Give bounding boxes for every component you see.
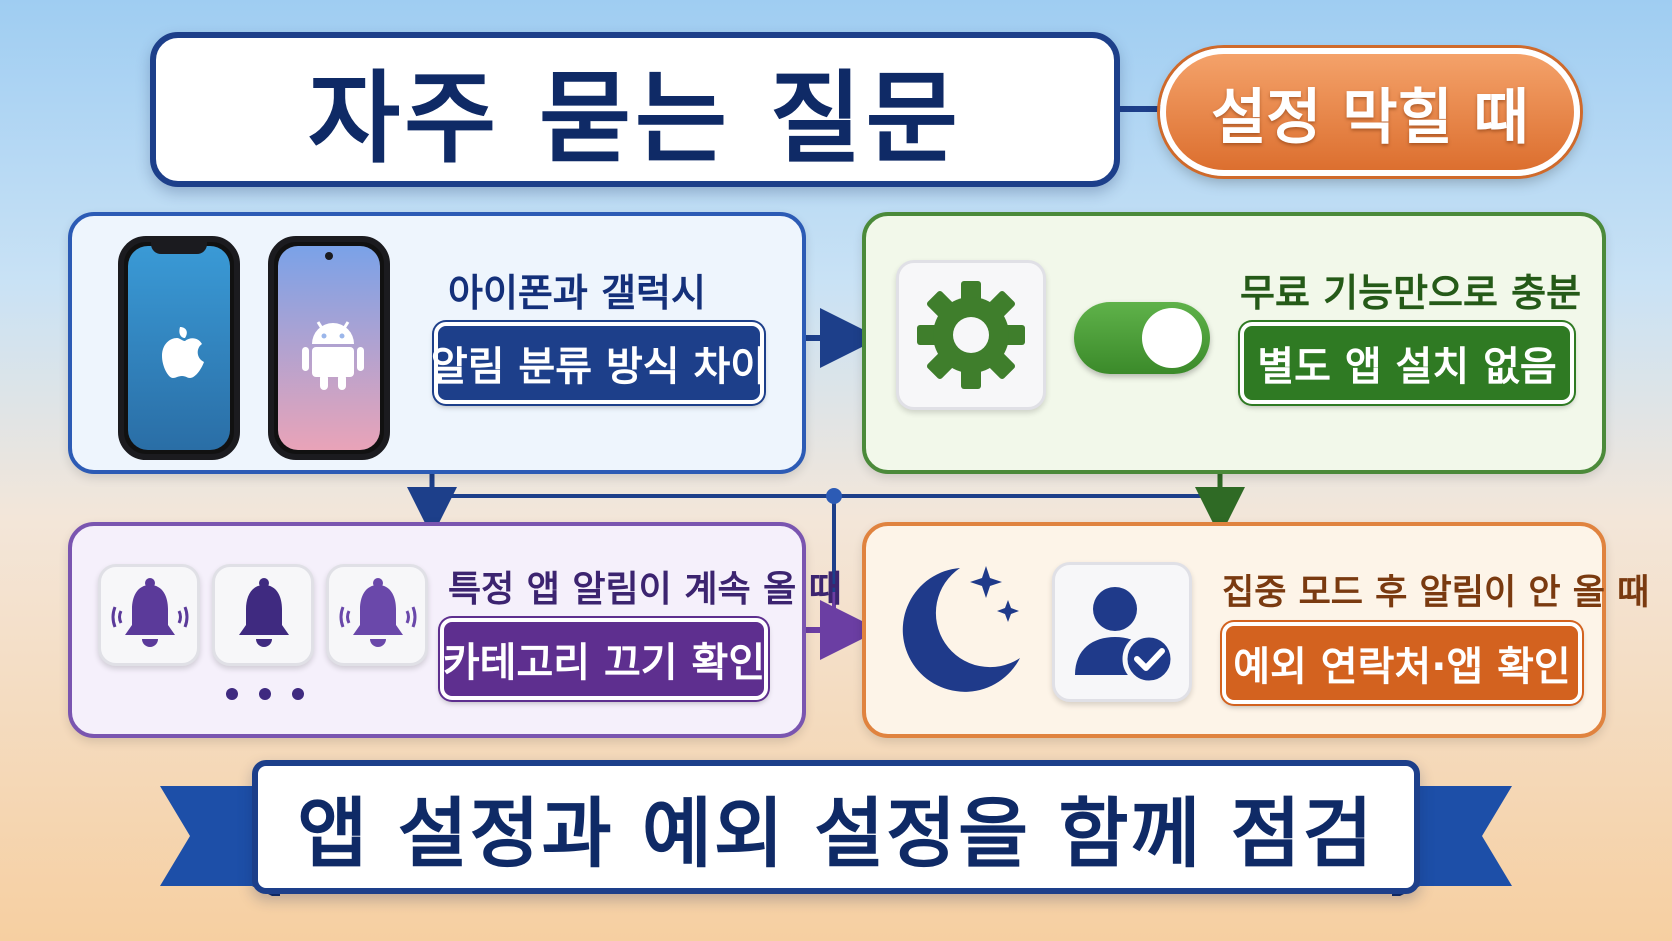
card-heading: 집중 모드 후 알림이 안 올 때	[1222, 573, 1650, 613]
card-heading: 특정 앱 알림이 계속 올 때	[448, 569, 842, 610]
title-connector	[1120, 106, 1162, 112]
page-title: 자주 묻는 질문	[308, 60, 962, 177]
toggle-knob	[1142, 308, 1202, 368]
android-logo-icon	[302, 321, 364, 390]
card-heading: 무료 기능만으로 충분	[1240, 271, 1582, 315]
bell-icon	[111, 578, 189, 647]
android-phone-icon	[268, 236, 390, 460]
bell-tile-2	[212, 564, 314, 666]
bell-tile-1	[98, 564, 200, 666]
bell-icon	[339, 578, 417, 647]
iphone-icon	[118, 236, 240, 460]
status-badge: 설정 막힐 때	[1160, 48, 1580, 176]
bell-tile-3	[326, 564, 428, 666]
more-dots-icon	[226, 688, 304, 700]
card-heading: 아이폰과 갤럭시	[448, 271, 706, 315]
summary-banner: 앱 설정과 예외 설정을 함께 점검	[252, 760, 1420, 894]
card-tag: 알림 분류 방식 차이	[431, 322, 767, 404]
banner-text: 앱 설정과 예외 설정을 함께 점검	[297, 789, 1375, 878]
card-app-alerts: 특정 앱 알림이 계속 올 때 카테고리 끄기 확인	[68, 522, 842, 738]
bell-icon	[239, 578, 289, 647]
gear-icon	[917, 281, 1025, 389]
card-free-features: 무료 기능만으로 충분 별도 앱 설치 없음	[862, 212, 1606, 474]
gear-tile	[896, 260, 1046, 410]
apple-logo-icon	[162, 327, 204, 378]
moon-stars-icon	[902, 566, 1020, 692]
user-tile	[1052, 562, 1192, 702]
card-tag: 카테고리 끄기 확인	[440, 618, 768, 700]
badge-label: 설정 막힐 때	[1211, 82, 1529, 153]
toggle-switch-icon	[1074, 302, 1210, 374]
card-tag: 예외 연락처·앱 확인	[1222, 622, 1582, 704]
card-focus-mode: 집중 모드 후 알림이 안 올 때 예외 연락처·앱 확인	[862, 522, 1649, 738]
card-tag: 별도 앱 설치 없음	[1240, 322, 1574, 404]
title-box: 자주 묻는 질문	[150, 32, 1120, 187]
bus-junction-dot	[826, 488, 842, 504]
user-check-icon	[1075, 587, 1176, 686]
card-device-difference: 아이폰과 갤럭시 알림 분류 방식 차이	[68, 212, 806, 474]
